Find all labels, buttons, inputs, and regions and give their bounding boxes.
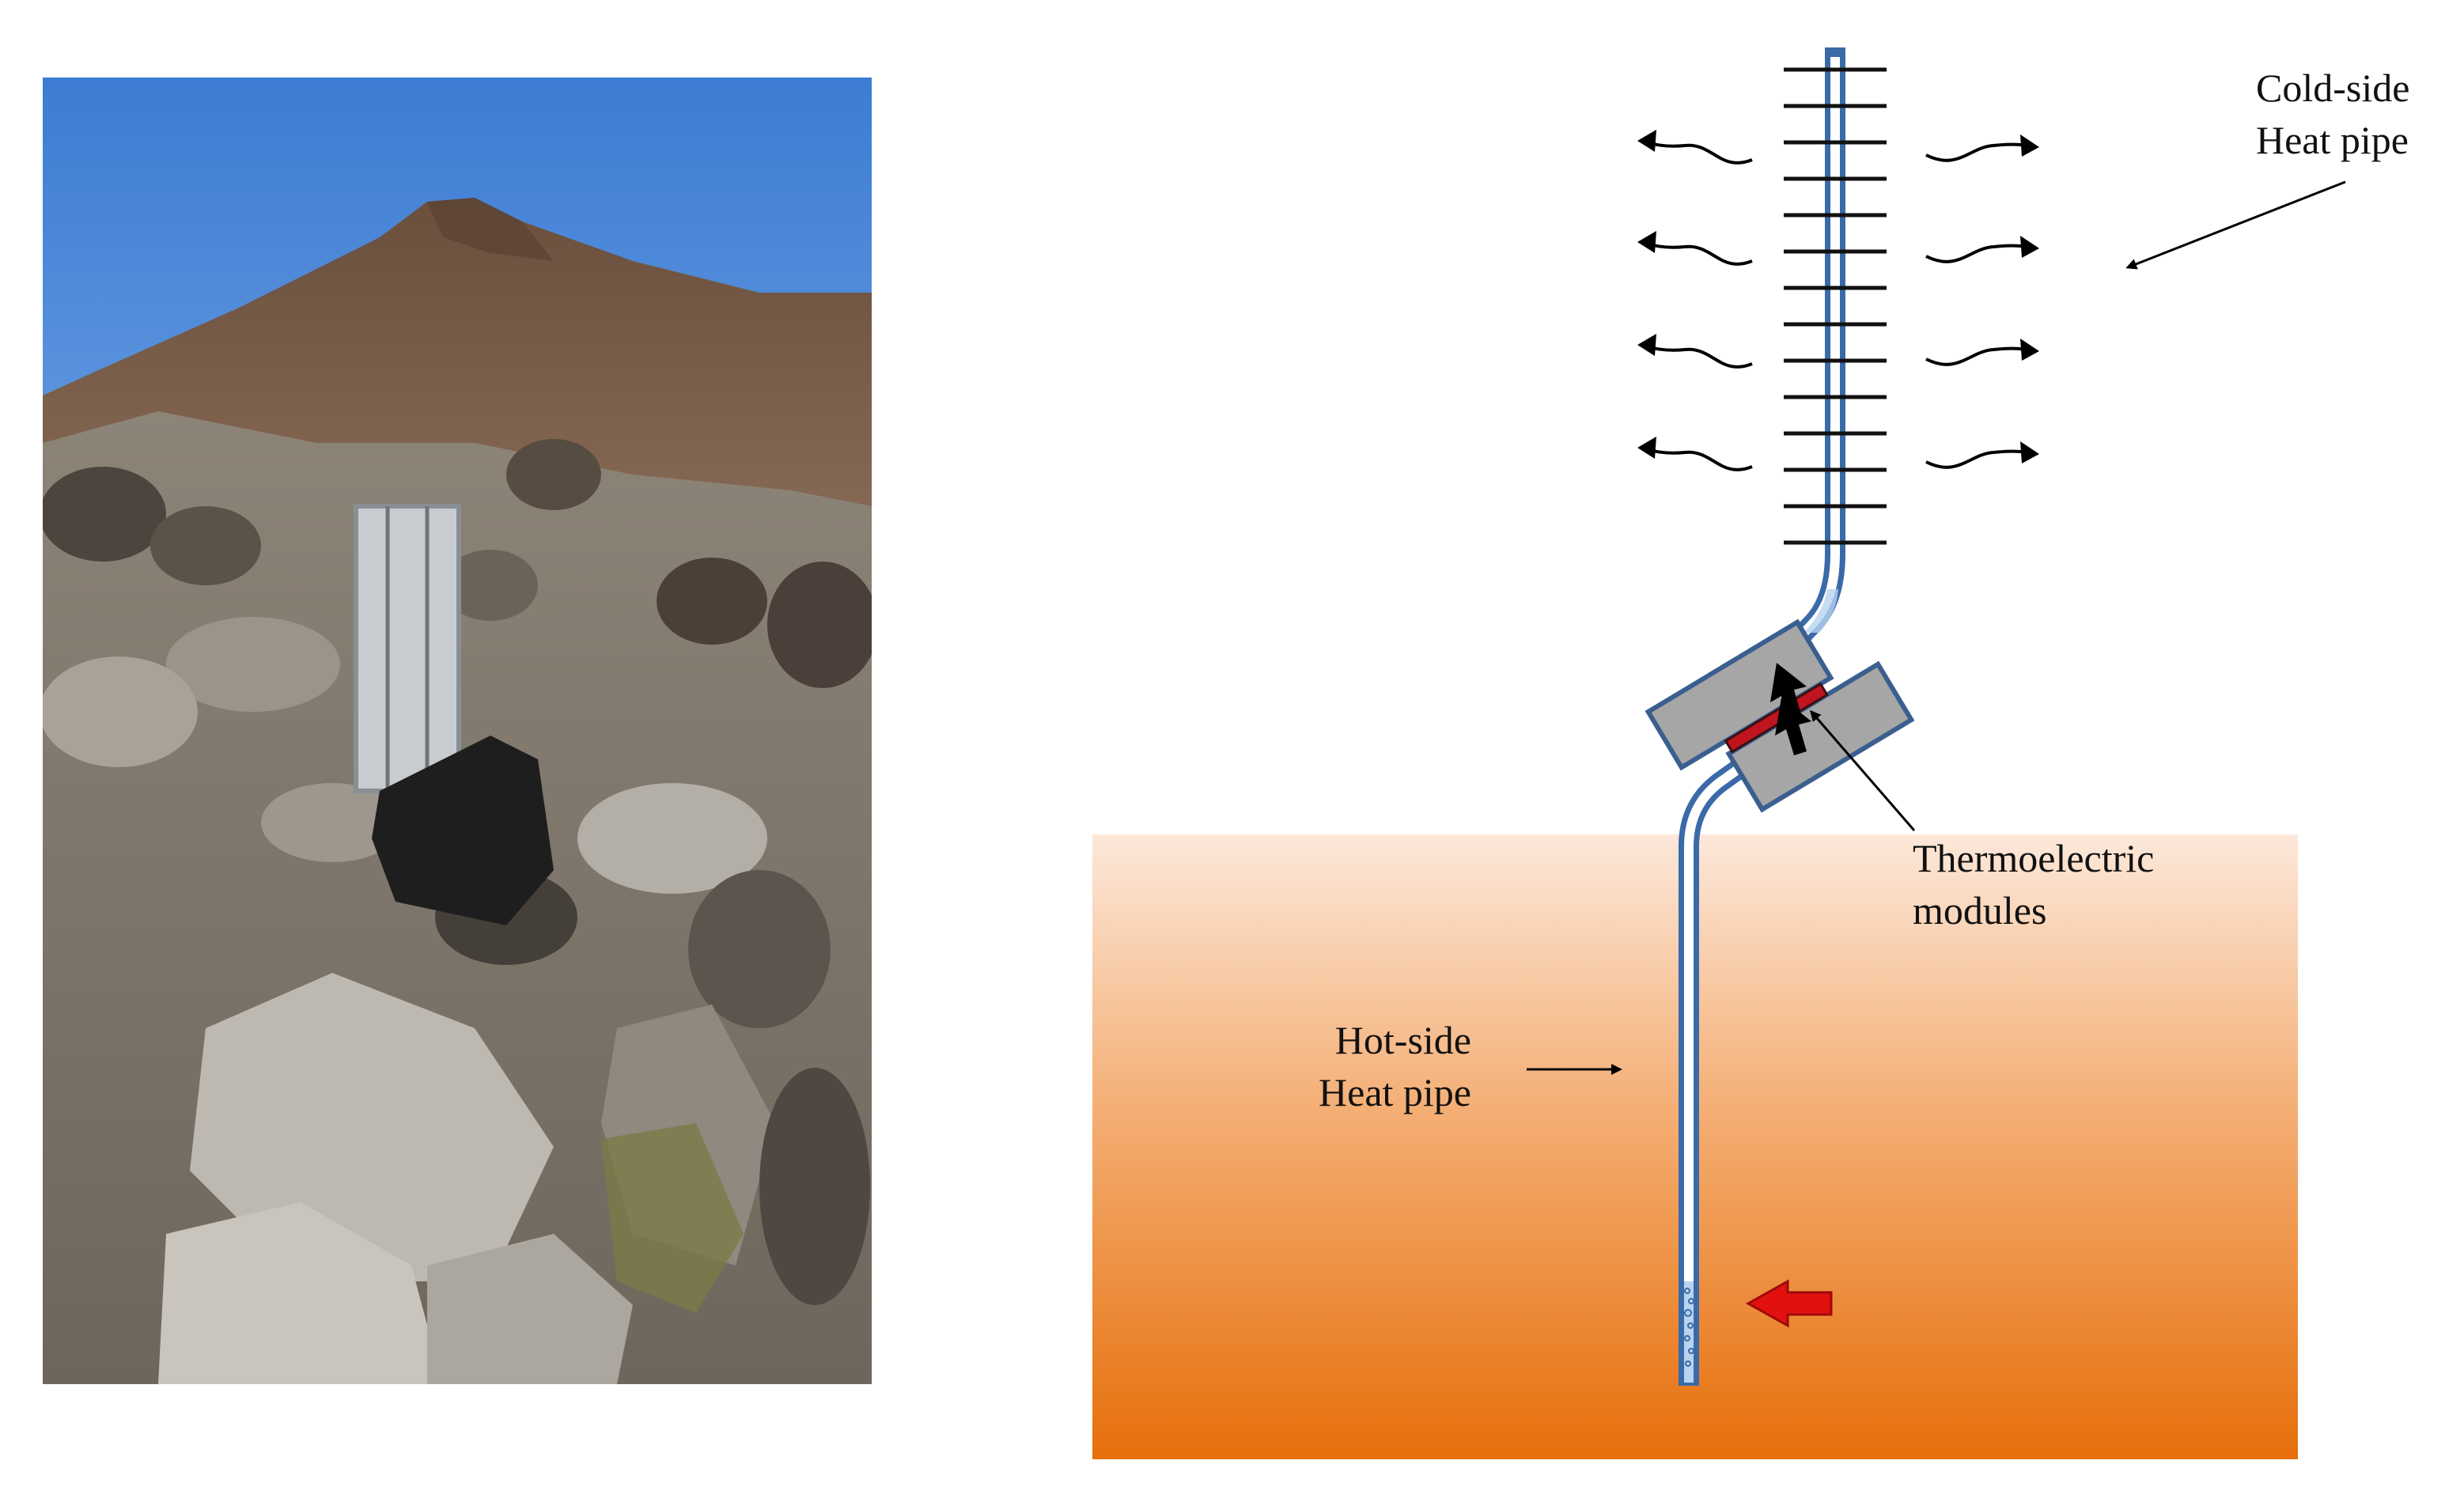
- wavy-arrow-head: [1637, 130, 1656, 152]
- thermoelectric-label: Thermoelectric modules: [1913, 832, 2154, 936]
- wavy-arrow-head: [2020, 339, 2039, 361]
- cold-side-label-line1: Cold-side: [2256, 62, 2409, 114]
- wavy-arrow-icon: [1647, 449, 1752, 470]
- cold-side-pointer: [2128, 182, 2345, 267]
- wavy-arrow-head: [1637, 334, 1656, 356]
- wavy-arrow-icon: [1647, 142, 1752, 163]
- thermoelectric-label-line1: Thermoelectric: [1913, 832, 2154, 884]
- wavy-arrow-head: [1637, 437, 1656, 459]
- wavy-arrow-icon: [1926, 452, 2027, 467]
- cold-side-heat-pipe: [1781, 47, 1835, 656]
- wavy-arrow-head: [2020, 236, 2039, 258]
- volcano-field-photo: [40, 78, 878, 1384]
- hot-side-label-line2: Heat pipe: [1281, 1066, 1471, 1118]
- wavy-arrow-icon: [1926, 349, 2027, 365]
- wavy-arrow-head: [2020, 441, 2039, 463]
- thermoelectric-label-line2: modules: [1913, 884, 2154, 936]
- wavy-arrow-icon: [1647, 244, 1752, 264]
- wavy-arrow-icon: [1926, 145, 2027, 161]
- wavy-arrow-head: [2020, 134, 2039, 157]
- cold-side-label-line2: Heat pipe: [2256, 114, 2409, 166]
- wavy-arrow-icon: [1647, 346, 1752, 367]
- heat-pipe-diagram: [1092, 47, 2345, 1459]
- wavy-arrow-icon: [1926, 246, 2027, 262]
- working-fluid: [1684, 1281, 1694, 1383]
- wavy-arrow-head: [1637, 231, 1656, 253]
- cold-side-label: Cold-side Heat pipe: [2256, 62, 2409, 166]
- hot-side-label-line1: Hot-side: [1281, 1014, 1471, 1066]
- hot-side-label: Hot-side Heat pipe: [1281, 1014, 1471, 1118]
